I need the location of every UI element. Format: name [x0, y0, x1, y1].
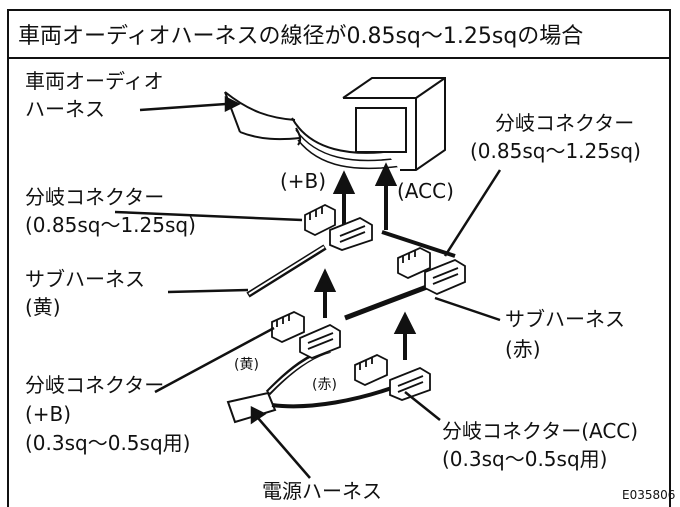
label-branch-left-line1: 分岐コネクター: [25, 185, 165, 209]
label-sub-harness-yellow-line2: (黄): [25, 295, 61, 319]
label-branch-top-right-line1: 分岐コネクター: [495, 111, 635, 135]
label-vehicle-harness-line1: 車両オーディオ: [25, 69, 164, 93]
label-sub-harness-red-line1: サブハーネス: [505, 307, 625, 331]
connector-top-left: [304, 203, 373, 251]
branch-connectors: [271, 203, 466, 401]
figure-code: E035806: [622, 488, 676, 502]
label-vehicle-harness-line2: ハーネス: [25, 97, 105, 121]
label-sub-harness-red-line2: (赤): [505, 337, 541, 361]
label-branch-bottom-right-line1: 分岐コネクター(ACC): [442, 419, 639, 443]
label-branch-left-line2: (0.85sq～1.25sq): [25, 213, 196, 237]
label-power-harness: 電源ハーネス: [262, 479, 382, 503]
audio-harness-connector: [342, 77, 446, 171]
connector-mid-left: [271, 311, 341, 359]
label-branch-bottom-right-line2: (0.3sq～0.5sq用): [442, 447, 608, 471]
label-acc-top: (ACC): [397, 179, 454, 203]
label-branch-bottom-left-line3: (0.3sq～0.5sq用): [25, 431, 191, 455]
diagram-title: 車両オーディオハーネスの線径が0.85sq～1.25sqの場合: [18, 24, 584, 49]
label-branch-bottom-left-line2: (+B): [25, 402, 72, 426]
figure-frame: [7, 9, 671, 507]
title-bar: [7, 9, 671, 59]
sub-harness-yellow-wire: [246, 244, 327, 298]
label-branch-top-right-line2: (0.85sq～1.25sq): [470, 139, 641, 163]
connector-bottom-right: [354, 354, 431, 401]
label-sub-harness-yellow-line1: サブハーネス: [25, 267, 145, 291]
label-red-small: (赤): [312, 377, 337, 393]
leader-lines: [114, 95, 502, 479]
label-branch-bottom-left-line1: 分岐コネクター: [25, 373, 165, 397]
connector-top-right: [397, 247, 466, 295]
acc-wire: [381, 230, 456, 258]
label-yellow-small: (黄): [234, 357, 259, 373]
label-plus-b-top: (+B): [280, 169, 327, 193]
